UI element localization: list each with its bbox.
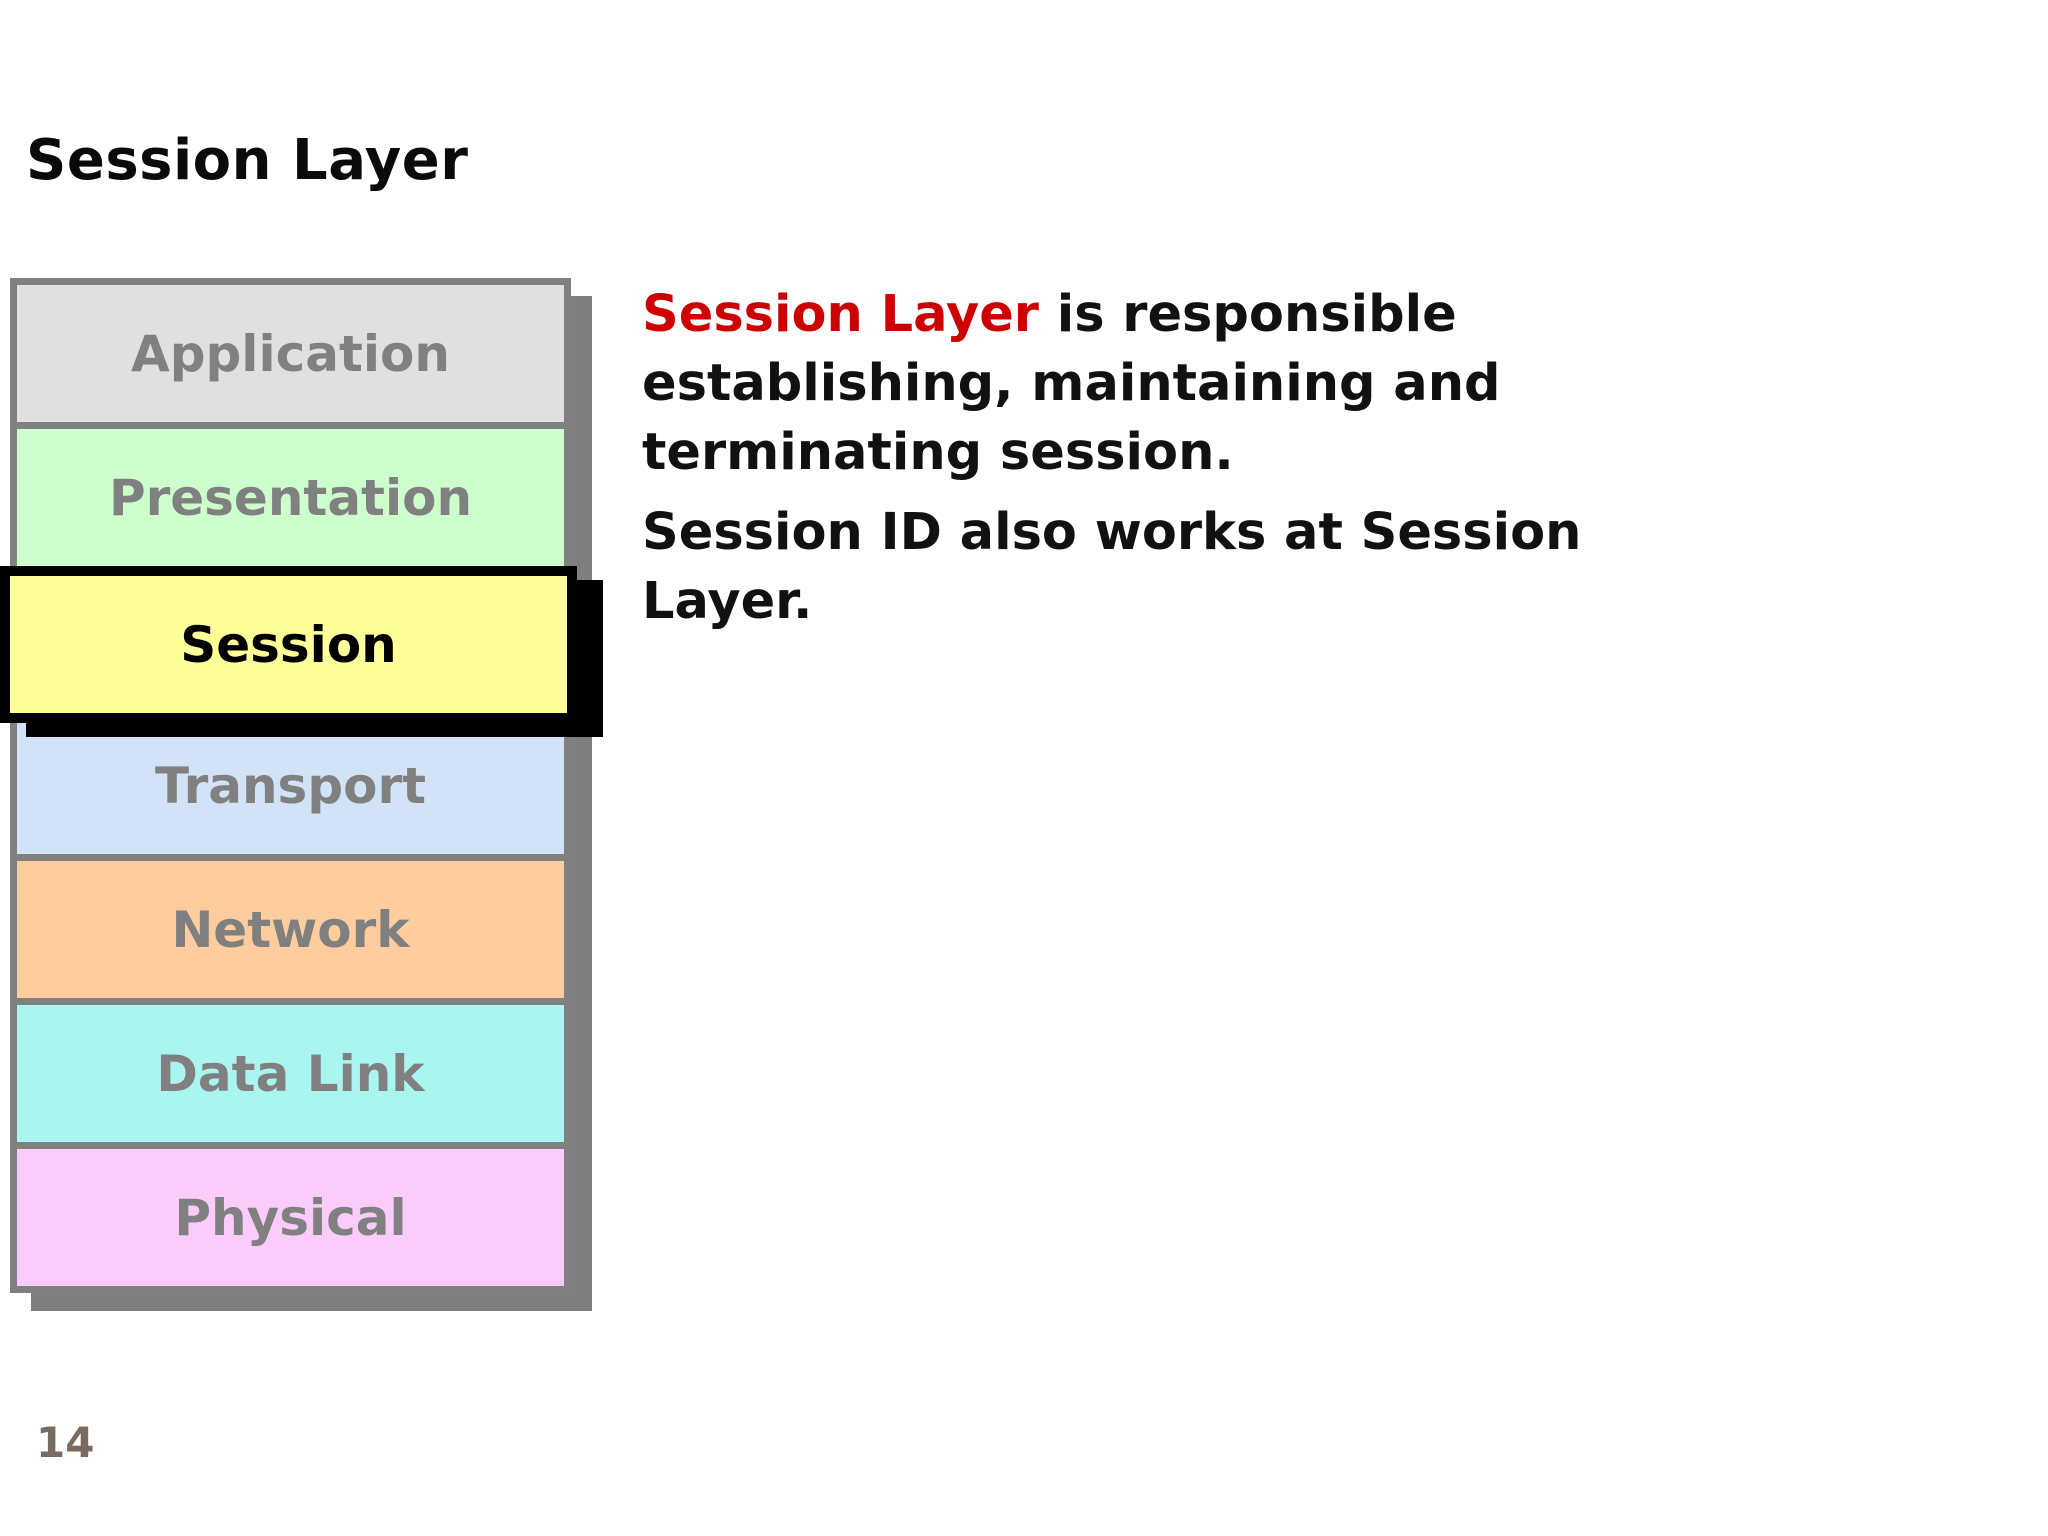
layer-label-application: Application xyxy=(131,324,450,383)
paragraph-1-line-1-rest: is responsible xyxy=(1038,285,1457,344)
layer-label-network: Network xyxy=(171,900,410,959)
layer-box-application: Application xyxy=(17,285,564,422)
layer-label-presentation: Presentation xyxy=(108,468,473,527)
paragraph-1: Session Layer is responsible establishin… xyxy=(642,280,1842,487)
layer-label-session: Session xyxy=(180,615,397,674)
description-text: Session Layer is responsible establishin… xyxy=(642,280,1842,636)
layer-box-transport: Transport xyxy=(17,717,564,854)
paragraph-1-line-3: terminating session. xyxy=(642,423,1234,482)
layer-label-datalink: Data Link xyxy=(156,1044,425,1103)
layer-label-transport: Transport xyxy=(154,756,427,815)
session-layer-accent-text: Session Layer xyxy=(642,285,1039,344)
paragraph-2-line-2: Layer. xyxy=(642,572,813,631)
page-number: 14 xyxy=(36,1418,95,1467)
layer-box-presentation: Presentation xyxy=(17,429,564,566)
paragraph-1-line-1: Session Layer is responsible xyxy=(642,280,1842,349)
layer-box-physical: Physical xyxy=(17,1149,564,1286)
session-highlight-box: Session xyxy=(0,566,577,723)
slide-title: Session Layer xyxy=(26,128,469,193)
layer-box-datalink: Data Link xyxy=(17,1005,564,1142)
paragraph-2: Session ID also works at Session Layer. xyxy=(642,498,1842,636)
osi-stack: Application Presentation Transport Netwo… xyxy=(10,278,571,1293)
layer-box-network: Network xyxy=(17,861,564,998)
layer-label-physical: Physical xyxy=(174,1188,407,1247)
paragraph-2-line-1: Session ID also works at Session xyxy=(642,503,1582,562)
paragraph-1-line-2: establishing, maintaining and xyxy=(642,354,1501,413)
